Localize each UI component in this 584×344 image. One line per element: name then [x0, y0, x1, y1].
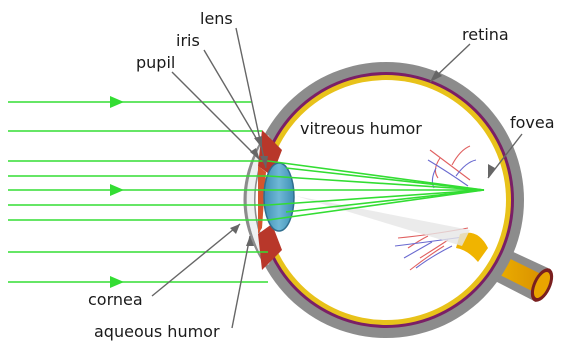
label-cornea: cornea	[88, 290, 143, 309]
ray-arrow-bottom	[110, 276, 124, 288]
ray-arrow-top	[110, 96, 124, 108]
ray-arrow-middle	[110, 184, 124, 196]
label-retina: retina	[462, 25, 509, 44]
ray-arrows	[110, 96, 124, 288]
label-vitreous-humor: vitreous humor	[300, 119, 422, 138]
vitreous-body	[266, 80, 506, 320]
label-lens: lens	[200, 9, 233, 28]
label-pupil: pupil	[136, 53, 175, 72]
label-aqueous-humor: aqueous humor	[94, 322, 220, 341]
lens	[264, 163, 294, 231]
label-fovea: fovea	[510, 113, 555, 132]
label-iris: iris	[176, 31, 200, 50]
